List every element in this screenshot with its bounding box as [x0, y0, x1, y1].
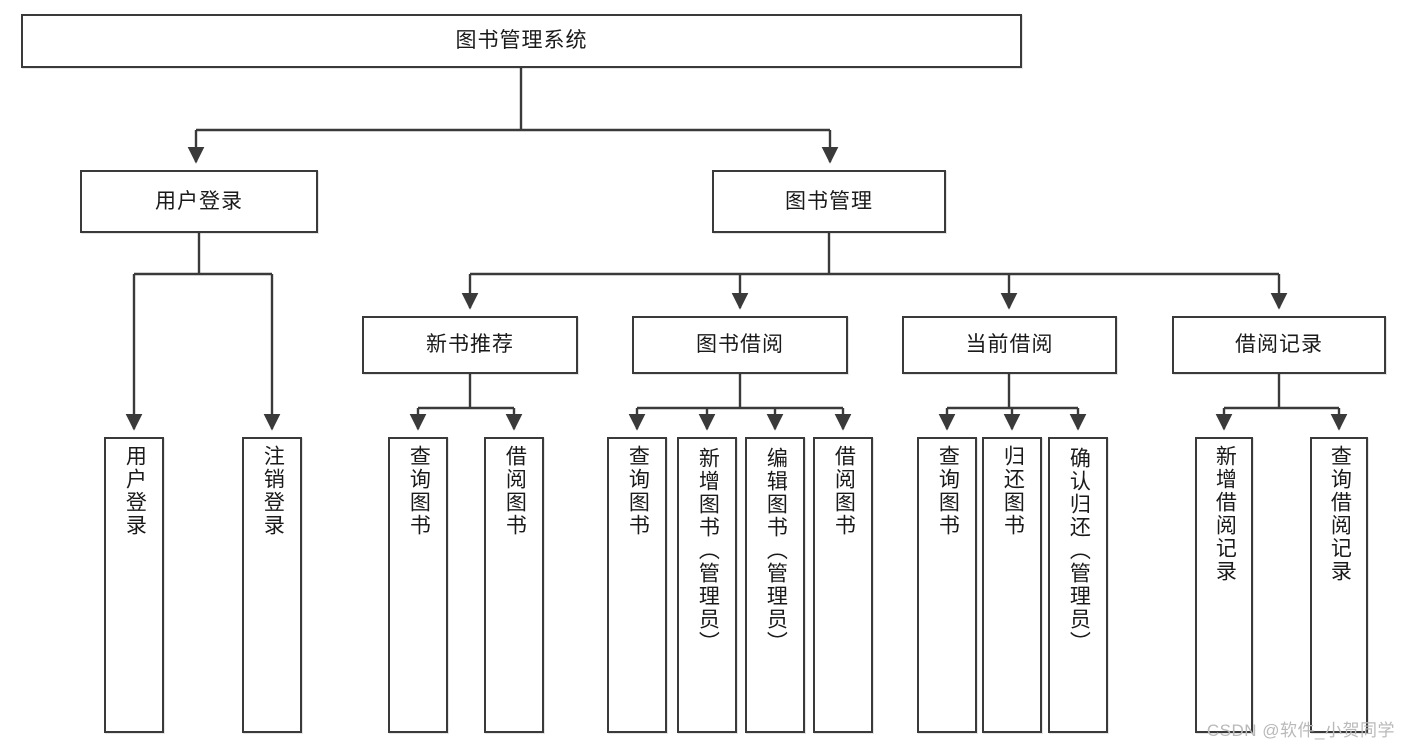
leaf-current-borrow-query[interactable]: 查询图书 [917, 437, 977, 733]
leaf-label: 查询图书 [626, 445, 650, 537]
node-root-system[interactable]: 图书管理系统 [21, 14, 1022, 68]
node-label: 借阅记录 [1235, 333, 1323, 357]
leaf-label: 确认归还（管理员） [1067, 447, 1091, 654]
leaf-book-borrow-query[interactable]: 查询图书 [607, 437, 667, 733]
leaf-label: 新增图书（管理员） [696, 447, 720, 654]
leaf-label: 查询借阅记录 [1328, 445, 1352, 583]
node-label: 图书管理 [785, 189, 873, 213]
node-label: 当前借阅 [965, 333, 1054, 357]
node-user-login[interactable]: 用户登录 [80, 170, 318, 233]
leaf-user-login-signin[interactable]: 用户登录 [104, 437, 164, 733]
node-book-borrow[interactable]: 图书借阅 [632, 316, 848, 374]
leaf-current-borrow-confirm-admin[interactable]: 确认归还（管理员） [1048, 437, 1108, 733]
leaf-borrow-record-add[interactable]: 新增借阅记录 [1195, 437, 1253, 733]
leaf-label: 注销登录 [261, 445, 285, 537]
leaf-borrow-record-query[interactable]: 查询借阅记录 [1310, 437, 1368, 733]
leaf-label: 查询图书 [936, 445, 960, 537]
leaf-new-book-query[interactable]: 查询图书 [388, 437, 448, 733]
leaf-label: 借阅图书 [832, 445, 856, 537]
node-new-book-recommend[interactable]: 新书推荐 [362, 316, 578, 374]
node-book-management[interactable]: 图书管理 [712, 170, 946, 233]
leaf-label: 查询图书 [407, 445, 431, 537]
leaf-label: 编辑图书（管理员） [764, 447, 788, 654]
node-borrow-record[interactable]: 借阅记录 [1172, 316, 1386, 374]
csdn-watermark: CSDN @软件_小贺同学 [1206, 721, 1395, 740]
node-label: 图书借阅 [696, 333, 784, 357]
leaf-current-borrow-return[interactable]: 归还图书 [982, 437, 1042, 733]
leaf-book-borrow-edit-admin[interactable]: 编辑图书（管理员） [745, 437, 805, 733]
node-label: 图书管理系统 [455, 29, 588, 53]
leaf-label: 新增借阅记录 [1213, 445, 1237, 583]
leaf-book-borrow-add-admin[interactable]: 新增图书（管理员） [677, 437, 737, 733]
leaf-label: 用户登录 [123, 445, 147, 537]
node-label: 用户登录 [155, 189, 243, 213]
leaf-label: 归还图书 [1001, 445, 1025, 537]
leaf-label: 借阅图书 [503, 445, 527, 537]
node-label: 新书推荐 [426, 333, 514, 357]
leaf-user-login-signout[interactable]: 注销登录 [242, 437, 302, 733]
leaf-book-borrow-borrow[interactable]: 借阅图书 [813, 437, 873, 733]
node-current-borrow[interactable]: 当前借阅 [902, 316, 1117, 374]
leaf-new-book-borrow[interactable]: 借阅图书 [484, 437, 544, 733]
